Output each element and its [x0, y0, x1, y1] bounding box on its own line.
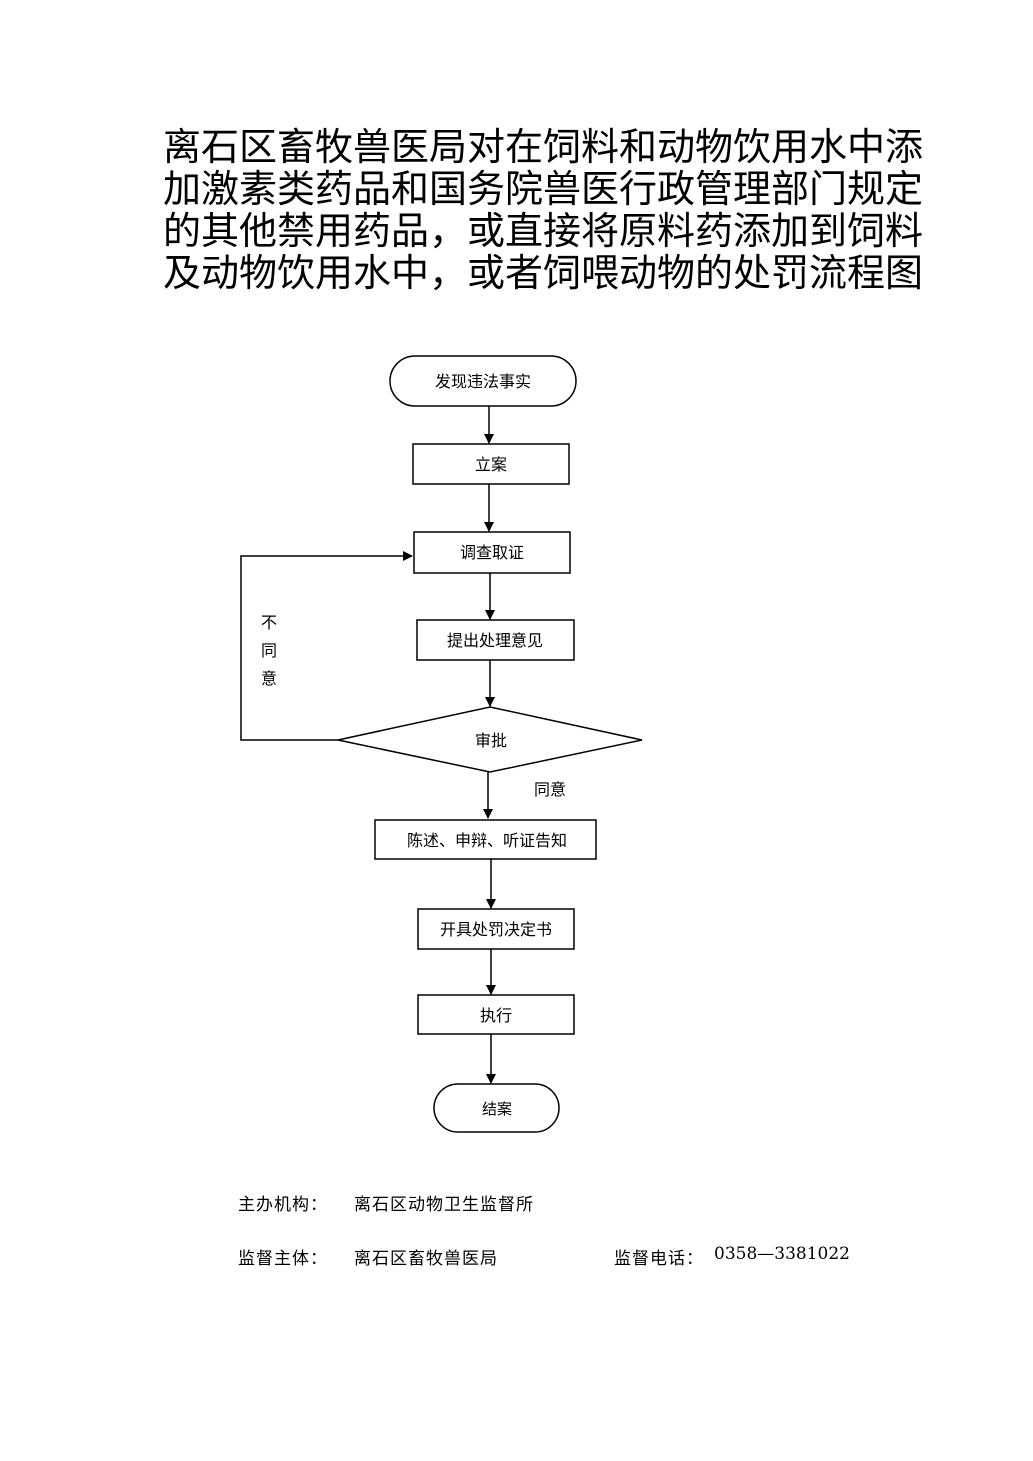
disagree-char-1: 不 — [261, 613, 277, 632]
footer-phone-label: 监督电话： — [614, 1249, 704, 1269]
footer-organizer-label: 主办机构： — [238, 1195, 328, 1215]
decision-node — [417, 908, 575, 950]
disagree-char-3: 意 — [261, 669, 277, 688]
propose-node — [416, 619, 575, 661]
agree-label: 同意 — [534, 780, 566, 799]
statement-node — [374, 819, 597, 860]
page-title: 离石区畜牧兽医局对在饲料和动物饮用水中添 加激素类药品和国务院兽医行政管理部门规… — [163, 125, 924, 295]
investigate-node — [413, 531, 571, 574]
file-case-label: 立案 — [475, 455, 507, 474]
title-line-3: 的其他禁用药品，或直接将原料药添加到饲料 — [163, 209, 924, 253]
start-label: 发现违法事实 — [435, 372, 531, 391]
title-line-2: 加激素类药品和国务院兽医行政管理部门规定 — [163, 167, 924, 211]
footer-organizer-value: 离石区动物卫生监督所 — [354, 1195, 534, 1215]
decision-label: 开具处罚决定书 — [440, 920, 552, 939]
end-node — [433, 1083, 560, 1133]
title-line-1: 离石区畜牧兽医局对在饲料和动物饮用水中添 — [163, 125, 924, 169]
footer-phone-value: 0358—3381022 — [714, 1244, 850, 1264]
execute-node — [417, 994, 575, 1035]
footer-supervisor-value: 离石区畜牧兽医局 — [354, 1249, 498, 1269]
end-label: 结案 — [482, 1100, 512, 1118]
arrow-disagree-loop — [240, 551, 413, 741]
approve-label: 审批 — [475, 731, 507, 750]
statement-label: 陈述、申辩、听证告知 — [407, 831, 567, 850]
title-line-4: 及动物饮用水中，或者饲喂动物的处罚流程图 — [163, 251, 924, 295]
approve-node — [337, 706, 643, 773]
investigate-label: 调查取证 — [460, 543, 524, 562]
start-node — [389, 355, 577, 407]
footer-supervisor-label: 监督主体： — [238, 1249, 328, 1269]
disagree-char-2: 同 — [261, 641, 277, 660]
propose-label: 提出处理意见 — [447, 631, 543, 650]
file-case-node — [412, 443, 570, 485]
execute-label: 执行 — [480, 1006, 512, 1025]
